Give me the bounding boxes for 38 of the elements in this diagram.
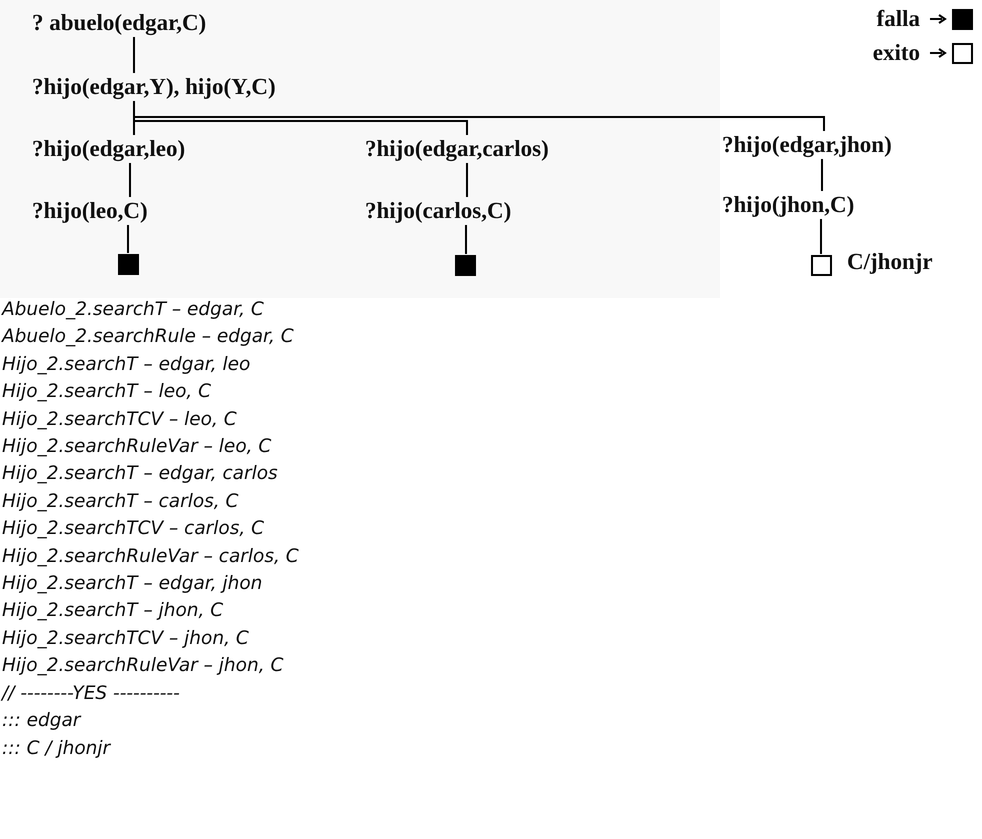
tree-branch-line: [465, 225, 467, 254]
trace-line: Hijo_2.searchT – leo, C: [2, 380, 212, 404]
success-square: [811, 255, 832, 276]
trace-line: Abuelo_2.searchT – edgar, C: [2, 298, 265, 322]
legend-label: falla: [876, 6, 920, 32]
goal-text: ?hijo(leo,C): [32, 198, 148, 224]
trace-line: Hijo_2.searchT – edgar, carlos: [2, 462, 279, 486]
tree-branch-line: [820, 219, 822, 254]
tree-branch-line: [127, 225, 129, 253]
trace-line: Hijo_2.searchT – edgar, jhon: [2, 572, 264, 596]
trace-line: Hijo_2.searchTCV – carlos, C: [2, 517, 266, 542]
trace-line: Hijo_2.searchRuleVar – carlos, C: [2, 544, 299, 569]
trace-line: Hijo_2.searchT – jhon, C: [2, 599, 224, 624]
binding-text: C/jhonjr: [847, 249, 933, 275]
tree-branch-line: [129, 163, 131, 197]
goal-text: ?hijo(carlos,C): [365, 198, 512, 224]
tree-branch-line: [466, 163, 468, 197]
trace-line: Hijo_2.searchTCV – leo, C: [2, 408, 238, 432]
goal-text: ? abuelo(edgar,C): [32, 10, 206, 36]
failure-square: [118, 254, 139, 275]
goal-text: ?hijo(jhon,C): [722, 192, 854, 218]
trace-line: // --------YES ----------: [2, 682, 181, 706]
trace-line: ::: edgar: [2, 709, 82, 734]
trace-line: Hijo_2.searchRuleVar – leo, C: [2, 435, 272, 460]
goal-text: ?hijo(edgar,carlos): [365, 136, 549, 162]
trace-line: Hijo_2.searchRuleVar – jhon, C: [2, 654, 284, 678]
trace-line: Hijo_2.searchT – carlos, C: [2, 490, 240, 514]
tree-branch-line: [133, 37, 135, 73]
goal-text: ?hijo(edgar,Y), hijo(Y,C): [32, 74, 276, 100]
trace-line: Abuelo_2.searchRule – edgar, C: [2, 325, 295, 350]
legend-label: exito: [872, 40, 920, 66]
trace-line: Hijo_2.searchTCV – jhon, C: [2, 626, 250, 651]
trace-line: ::: C / jhonjr: [2, 736, 112, 760]
tree-branch-line: [821, 159, 823, 191]
goal-text: ?hijo(edgar,leo): [32, 136, 186, 162]
failure-square: [455, 255, 476, 276]
trace-line: Hijo_2.searchT – edgar, leo: [2, 352, 252, 377]
goal-text: ?hijo(edgar,jhon): [722, 132, 892, 158]
